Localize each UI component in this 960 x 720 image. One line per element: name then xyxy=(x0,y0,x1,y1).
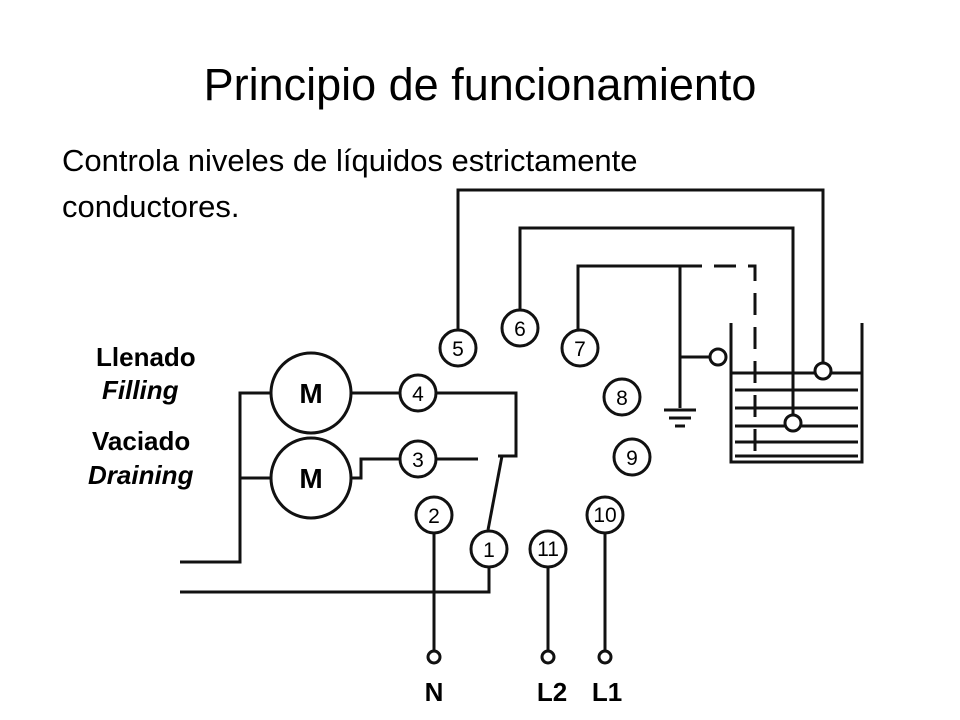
probe-high-icon xyxy=(813,361,833,381)
terminal-5-label: 5 xyxy=(452,338,464,361)
supply-label-l1: L1 xyxy=(592,677,622,707)
terminal-5 xyxy=(438,328,478,368)
motor-draining-symbol: M xyxy=(299,463,322,494)
terminal-1-label: 1 xyxy=(483,539,495,562)
supply-point-l2 xyxy=(540,649,556,665)
motor-filling: M xyxy=(269,351,353,435)
terminal-2 xyxy=(414,495,454,535)
motor-draining: M xyxy=(269,436,353,520)
terminal-3-label: 3 xyxy=(412,449,424,472)
terminal-3 xyxy=(398,439,438,479)
ground-icon xyxy=(664,408,696,428)
label-filling-es: Llenado xyxy=(96,342,196,372)
terminal-11 xyxy=(528,529,568,569)
label-filling-en: Filling xyxy=(102,375,179,405)
slide-title: Principio de funcionamiento xyxy=(203,59,757,110)
wire-t4-switch xyxy=(437,391,518,458)
terminal-9-label: 9 xyxy=(626,447,638,470)
probe-low-icon xyxy=(783,413,803,433)
terminal-10-label: 10 xyxy=(593,504,616,527)
supply-label-l2: L2 xyxy=(537,677,567,707)
probe-common-icon xyxy=(708,347,728,367)
terminal-8 xyxy=(602,377,642,417)
switch-blade xyxy=(486,455,504,531)
supply-point-l1 xyxy=(597,649,613,665)
terminal-9 xyxy=(612,437,652,477)
slide-body-text: Controla niveles de líquidos estrictamen… xyxy=(62,143,638,224)
terminal-10 xyxy=(585,495,625,535)
wire-terminal-5 xyxy=(456,188,825,363)
motor-filling-symbol: M xyxy=(299,378,322,409)
label-draining-es: Vaciado xyxy=(92,426,190,456)
terminal-1 xyxy=(469,529,509,569)
supply-label-n: N xyxy=(425,677,444,707)
wire-terminal-6 xyxy=(518,226,795,415)
terminal-4 xyxy=(398,373,438,413)
wire-dashed-probe xyxy=(680,264,757,460)
supply-point-n xyxy=(426,649,442,665)
wire-terminal-7 xyxy=(576,264,680,330)
terminal-6 xyxy=(500,308,540,348)
terminal-7 xyxy=(560,328,600,368)
terminal-2-label: 2 xyxy=(428,505,440,528)
terminal-7-label: 7 xyxy=(574,338,586,361)
terminal-11-label: 11 xyxy=(537,538,559,561)
label-draining-en: Draining xyxy=(88,460,194,490)
tank-icon xyxy=(729,323,864,464)
wire-t1-supply xyxy=(180,568,491,594)
wire-motor2-t3 xyxy=(351,457,399,480)
terminal-6-label: 6 xyxy=(514,318,526,341)
terminal-8-label: 8 xyxy=(616,387,628,410)
terminal-4-label: 4 xyxy=(412,383,424,406)
